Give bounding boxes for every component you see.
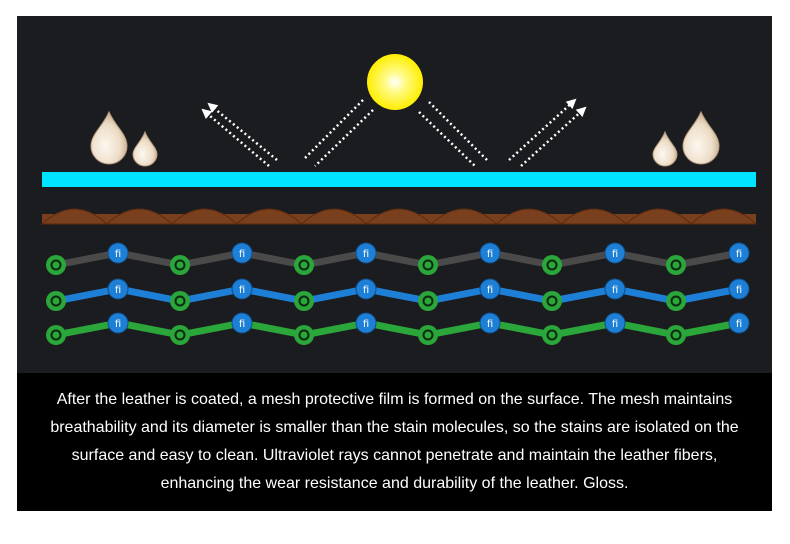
node-label: fi <box>612 285 618 296</box>
coating-film-layer <box>42 172 756 187</box>
blue-fiber-node: fi <box>479 278 501 300</box>
node-label: fi <box>736 285 742 296</box>
sun-icon <box>367 54 423 110</box>
leather-bump <box>170 208 239 225</box>
blue-fiber-node: fi <box>355 242 377 264</box>
green-fiber-node <box>418 325 438 345</box>
coating-structure-diagram: fi fi fi fi fi fi fi fi fi fi fi fi fi fi fi fi fi fi <box>40 54 758 345</box>
leather-bump <box>235 208 303 225</box>
leather-bump <box>105 208 174 225</box>
green-fiber-node <box>418 255 438 275</box>
blue-fiber-node: fi <box>107 278 129 300</box>
blue-fiber-node: fi <box>355 312 377 334</box>
uv-ray-arrow-icon <box>207 102 278 161</box>
blue-fiber-node: fi <box>231 312 253 334</box>
node-label: fi <box>239 285 245 296</box>
leather-bump <box>559 208 628 225</box>
water-drop-icon <box>132 130 158 167</box>
green-fiber-node <box>666 291 686 311</box>
leather-bump <box>430 208 498 225</box>
node-label: fi <box>612 319 618 330</box>
leather-bump <box>689 208 758 225</box>
green-fiber-node <box>666 255 686 275</box>
water-drop-icon <box>90 110 128 165</box>
green-fiber-node <box>294 291 314 311</box>
node-label: fi <box>736 249 742 260</box>
green-fiber-node <box>542 291 562 311</box>
green-fiber-node <box>666 325 686 345</box>
caption-box: After the leather is coated, a mesh prot… <box>17 373 772 511</box>
node-label: fi <box>115 285 121 296</box>
coating-diagram-panel: fi fi fi fi fi fi fi fi fi fi fi fi fi fi fi fi fi fi Aft… <box>17 16 772 511</box>
green-fiber-node <box>46 291 66 311</box>
blue-fiber-node: fi <box>728 312 750 334</box>
green-fiber-node <box>46 325 66 345</box>
leather-surface-layer <box>40 208 758 225</box>
green-fiber-node <box>170 325 190 345</box>
uv-ray-arrow-icon <box>314 109 374 167</box>
blue-fiber-node: fi <box>479 242 501 264</box>
fiber-strand-2 <box>55 285 740 305</box>
leather-fiber-mesh: fi fi fi fi fi fi fi fi fi fi fi fi fi fi fi fi fi fi <box>46 242 750 345</box>
node-label: fi <box>115 249 121 260</box>
fiber-strand-1 <box>55 249 740 269</box>
green-fiber-node <box>46 255 66 275</box>
water-drop-icon <box>682 110 720 165</box>
green-fiber-node <box>294 325 314 345</box>
green-fiber-node <box>294 255 314 275</box>
leather-bump <box>300 208 368 225</box>
water-droplets <box>90 110 720 167</box>
fiber-strand-3 <box>55 319 740 339</box>
uv-ray-arrow-icon <box>201 108 270 167</box>
blue-fiber-node: fi <box>604 312 626 334</box>
leather-bump <box>365 208 433 225</box>
blue-fiber-node: fi <box>355 278 377 300</box>
green-fiber-node <box>170 291 190 311</box>
uv-rays <box>201 98 587 167</box>
node-label: fi <box>239 249 245 260</box>
node-label: fi <box>363 249 369 260</box>
uv-ray-arrow-icon <box>302 99 364 161</box>
node-label: fi <box>736 319 742 330</box>
blue-fiber-node: fi <box>107 242 129 264</box>
uv-ray-arrow-icon <box>508 98 577 161</box>
node-label: fi <box>239 319 245 330</box>
blue-fiber-node: fi <box>231 278 253 300</box>
leather-bump <box>495 208 563 225</box>
node-label: fi <box>363 319 369 330</box>
green-fiber-node <box>542 325 562 345</box>
blue-fiber-node: fi <box>728 242 750 264</box>
node-label: fi <box>363 285 369 296</box>
node-label: fi <box>487 249 493 260</box>
node-label: fi <box>612 249 618 260</box>
blue-fiber-node: fi <box>604 278 626 300</box>
caption-text: After the leather is coated, a mesh prot… <box>50 391 739 492</box>
leather-bump <box>40 208 109 225</box>
node-label: fi <box>115 319 121 330</box>
green-fiber-node <box>418 291 438 311</box>
blue-fiber-node: fi <box>231 242 253 264</box>
green-fiber-node <box>170 255 190 275</box>
blue-fiber-node: fi <box>107 312 129 334</box>
uv-ray-arrow-icon <box>428 101 488 161</box>
green-fiber-node <box>542 255 562 275</box>
blue-fiber-node: fi <box>479 312 501 334</box>
uv-ray-arrow-icon <box>520 106 587 167</box>
blue-fiber-node: fi <box>604 242 626 264</box>
water-drop-icon <box>652 130 678 167</box>
node-label: fi <box>487 319 493 330</box>
blue-fiber-node: fi <box>728 278 750 300</box>
node-label: fi <box>487 285 493 296</box>
leather-bump <box>624 208 693 225</box>
